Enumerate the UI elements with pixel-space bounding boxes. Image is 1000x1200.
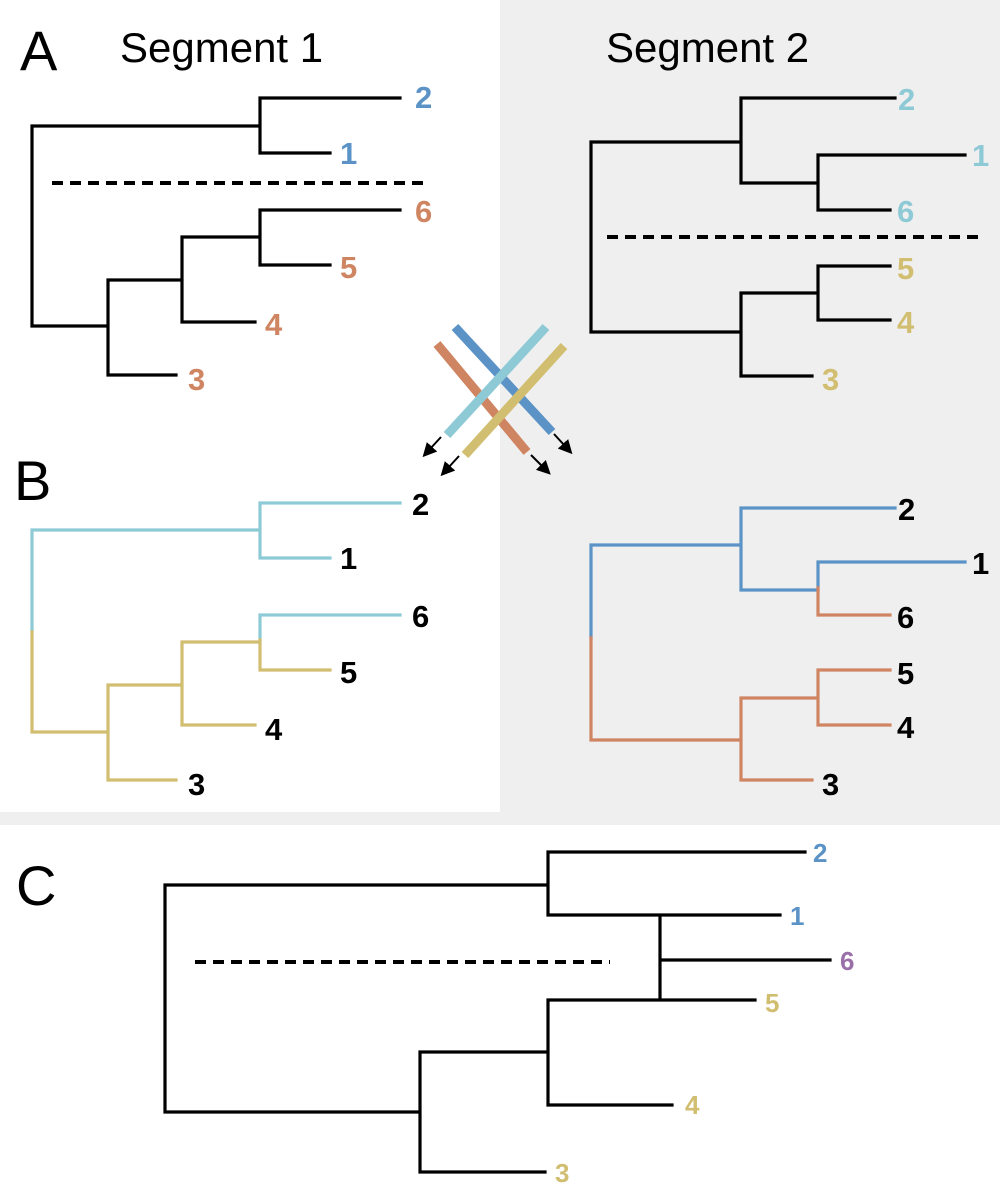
leaf-label: 3 bbox=[555, 1158, 569, 1188]
leaf-label: 6 bbox=[412, 599, 429, 634]
leaf-label: 2 bbox=[898, 82, 915, 117]
panel-label-a: A bbox=[20, 19, 58, 82]
cross-bar-tan bbox=[461, 342, 568, 459]
leaf-label: 3 bbox=[188, 767, 205, 802]
leaf-label: 4 bbox=[897, 305, 915, 340]
leaf-label: 2 bbox=[412, 487, 429, 522]
reassortment-cross bbox=[422, 323, 573, 477]
leaf-label: 2 bbox=[898, 492, 915, 527]
tree-a-segment1 bbox=[30, 96, 425, 377]
leaf-label: 1 bbox=[790, 901, 804, 931]
leaf-label: 5 bbox=[765, 988, 779, 1018]
leaf-label: 4 bbox=[685, 1090, 700, 1120]
leaf-label: 2 bbox=[415, 80, 432, 115]
leaf-label: 5 bbox=[340, 250, 357, 285]
leaf-label: 1 bbox=[340, 541, 357, 576]
segment2-background bbox=[500, 0, 1000, 825]
leaf-label: 3 bbox=[822, 362, 839, 397]
panel-label-c: C bbox=[16, 854, 56, 917]
arrow-down-left-1 bbox=[422, 436, 442, 458]
leaf-label: 6 bbox=[840, 946, 854, 976]
leaf-label: 1 bbox=[340, 136, 357, 171]
leaf-label: 4 bbox=[897, 710, 915, 745]
segment1-title: Segment 1 bbox=[120, 24, 323, 71]
leaf-label: 4 bbox=[265, 307, 283, 342]
tree-c-combined bbox=[163, 850, 832, 1174]
arrow-down-right-1 bbox=[553, 433, 573, 455]
leaf-label: 4 bbox=[265, 712, 283, 747]
leaf-label: 5 bbox=[340, 655, 357, 690]
leaf-label: 5 bbox=[897, 656, 914, 691]
arrow-down-left-2 bbox=[440, 455, 460, 477]
leaf-label: 3 bbox=[822, 767, 839, 802]
segment2-title: Segment 2 bbox=[606, 24, 809, 71]
leaf-label: 2 bbox=[813, 838, 827, 868]
panel-label-b: B bbox=[14, 449, 51, 512]
leaf-label: 6 bbox=[897, 600, 914, 635]
leaf-label: 6 bbox=[415, 194, 432, 229]
cross-bar-light-blue bbox=[443, 323, 550, 439]
tree-a-segment2 bbox=[589, 96, 980, 378]
tree-b-segment2 bbox=[589, 506, 967, 782]
tree-b-segment1 bbox=[30, 501, 402, 782]
leaf-label: 3 bbox=[188, 362, 205, 397]
leaf-label: 1 bbox=[972, 138, 989, 173]
leaf-label: 5 bbox=[897, 251, 914, 286]
leaf-label: 6 bbox=[897, 194, 914, 229]
arrow-down-right-2 bbox=[530, 454, 551, 475]
panel-divider-strip bbox=[0, 812, 1000, 825]
leaf-label: 1 bbox=[972, 546, 989, 581]
